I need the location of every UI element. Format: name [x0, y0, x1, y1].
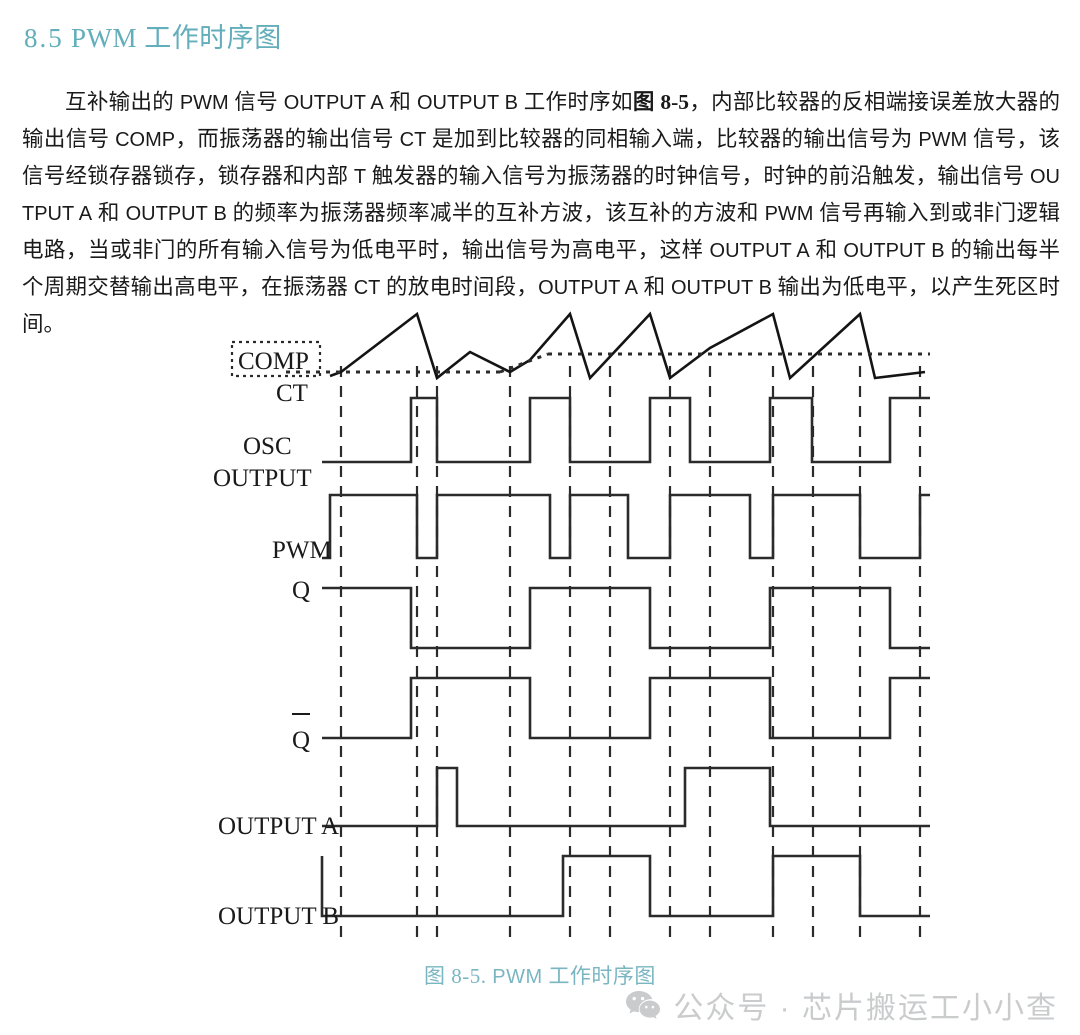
para-seg-6: OUTPUT B	[416, 91, 519, 114]
para-seg-22: 信号再输入到或非门逻辑电路，当或非门的所有输入信号为低电平时，输出信号为高电平，…	[22, 200, 1060, 262]
para-seg-17: OUTPUT A	[22, 165, 1060, 225]
figure-caption: 图 8-5. PWM 工作时序图	[0, 960, 1080, 990]
para-seg-18: 和	[92, 200, 126, 225]
para-seg-19: OUTPUT B	[125, 202, 227, 225]
caption-latin: PWM	[492, 966, 543, 988]
waveform-qbar	[322, 676, 930, 740]
para-seg-15: T	[353, 165, 367, 188]
caption-text: 工作时序图	[548, 964, 656, 988]
para-seg-31: OUTPUT B	[671, 276, 772, 299]
body-paragraph: 互补输出的 PWM 信号 OUTPUT A 和 OUTPUT B 工作时序如图 …	[22, 84, 1060, 342]
para-seg-24: 和	[809, 237, 844, 262]
timing-diagram-figure: COMP CT OSC OUTPUT PWM Q Q OUTPUT A OUTP…	[0, 296, 1080, 956]
para-seg-5: 和	[383, 89, 417, 114]
para-seg-32: 输出为低电平，以产生死区时间。	[22, 274, 1060, 336]
comp-label-box	[230, 340, 322, 378]
para-seg-14: 信号，该信号经锁存器锁存，锁存器和内部	[22, 126, 1060, 188]
para-seg-26: 的输出每半个周期交替输出高电平，在振荡器	[22, 237, 1060, 299]
figure-reference: 图 8-5	[632, 89, 690, 114]
waveform-osc-output	[322, 396, 930, 464]
para-seg-29: OUTPUT A	[538, 276, 639, 299]
section-title-text: PWM 工作时序图	[71, 23, 282, 53]
waveform-q	[322, 586, 930, 650]
label-ct: CT	[276, 380, 308, 407]
waveform-pwm	[322, 493, 930, 560]
label-osc: OSC	[243, 433, 292, 460]
para-seg-11: CT	[399, 128, 427, 151]
timing-diagram-svg: COMP CT OSC OUTPUT PWM Q Q OUTPUT A OUTP…	[213, 311, 930, 941]
watermark: 公众号 · 芯片搬运工小小查	[625, 983, 1058, 1027]
para-seg-1: 互补输出的	[65, 89, 180, 114]
para-seg-4: OUTPUT A	[283, 91, 384, 114]
para-seg-21: PWM	[764, 202, 814, 225]
label-output-b: OUTPUT B	[218, 903, 339, 930]
para-seg-7: 工作时序如	[518, 89, 633, 114]
label-output-a: OUTPUT A	[218, 813, 339, 840]
para-seg-2: PWM	[179, 91, 229, 114]
para-seg-10: ，而振荡器的输出信号	[175, 126, 400, 151]
comp-threshold-line	[286, 352, 930, 374]
para-seg-13: PWM	[918, 128, 968, 151]
para-seg-3: 信号	[228, 89, 284, 114]
para-seg-30: 和	[638, 274, 671, 299]
label-qbar: Q	[292, 727, 310, 754]
label-osc-output: OUTPUT	[213, 465, 312, 492]
para-seg-28: 的放电时间段，	[380, 274, 539, 299]
caption-number: 图 8-5.	[424, 964, 487, 988]
section-number: 8.5	[24, 23, 64, 53]
label-pwm: PWM	[272, 537, 332, 564]
para-seg-12: 是加到比较器的同相输入端，比较器的输出信号为	[426, 126, 919, 151]
para-seg-25: OUTPUT B	[843, 239, 945, 262]
para-seg-16: 触发器的输入信号为振荡器的时钟信号，时钟的前沿触发，输出信号	[366, 163, 1030, 188]
label-comp: COMP	[238, 348, 309, 375]
waveform-ct	[329, 311, 926, 381]
wechat-icon-svg	[626, 991, 661, 1019]
para-seg-20: 的频率为振荡器频率减半的互补方波，该互补的方波和	[226, 200, 765, 225]
para-seg-27: CT	[353, 276, 381, 299]
waveform-output-a	[322, 766, 930, 828]
waveform-output-b	[320, 854, 930, 918]
gridlines-vertical	[339, 366, 922, 941]
page-title: 8.5 PWM 工作时序图	[24, 16, 282, 55]
label-q: Q	[292, 577, 310, 604]
para-seg-9: COMP	[115, 128, 176, 151]
para-seg-23: OUTPUT A	[709, 239, 810, 262]
watermark-text: 公众号 · 芯片搬运工小小查	[673, 992, 1058, 1025]
wechat-icon	[625, 989, 661, 1021]
para-seg-8: ，内部比较器的反相端接误差放大器的输出信号	[22, 89, 1060, 151]
